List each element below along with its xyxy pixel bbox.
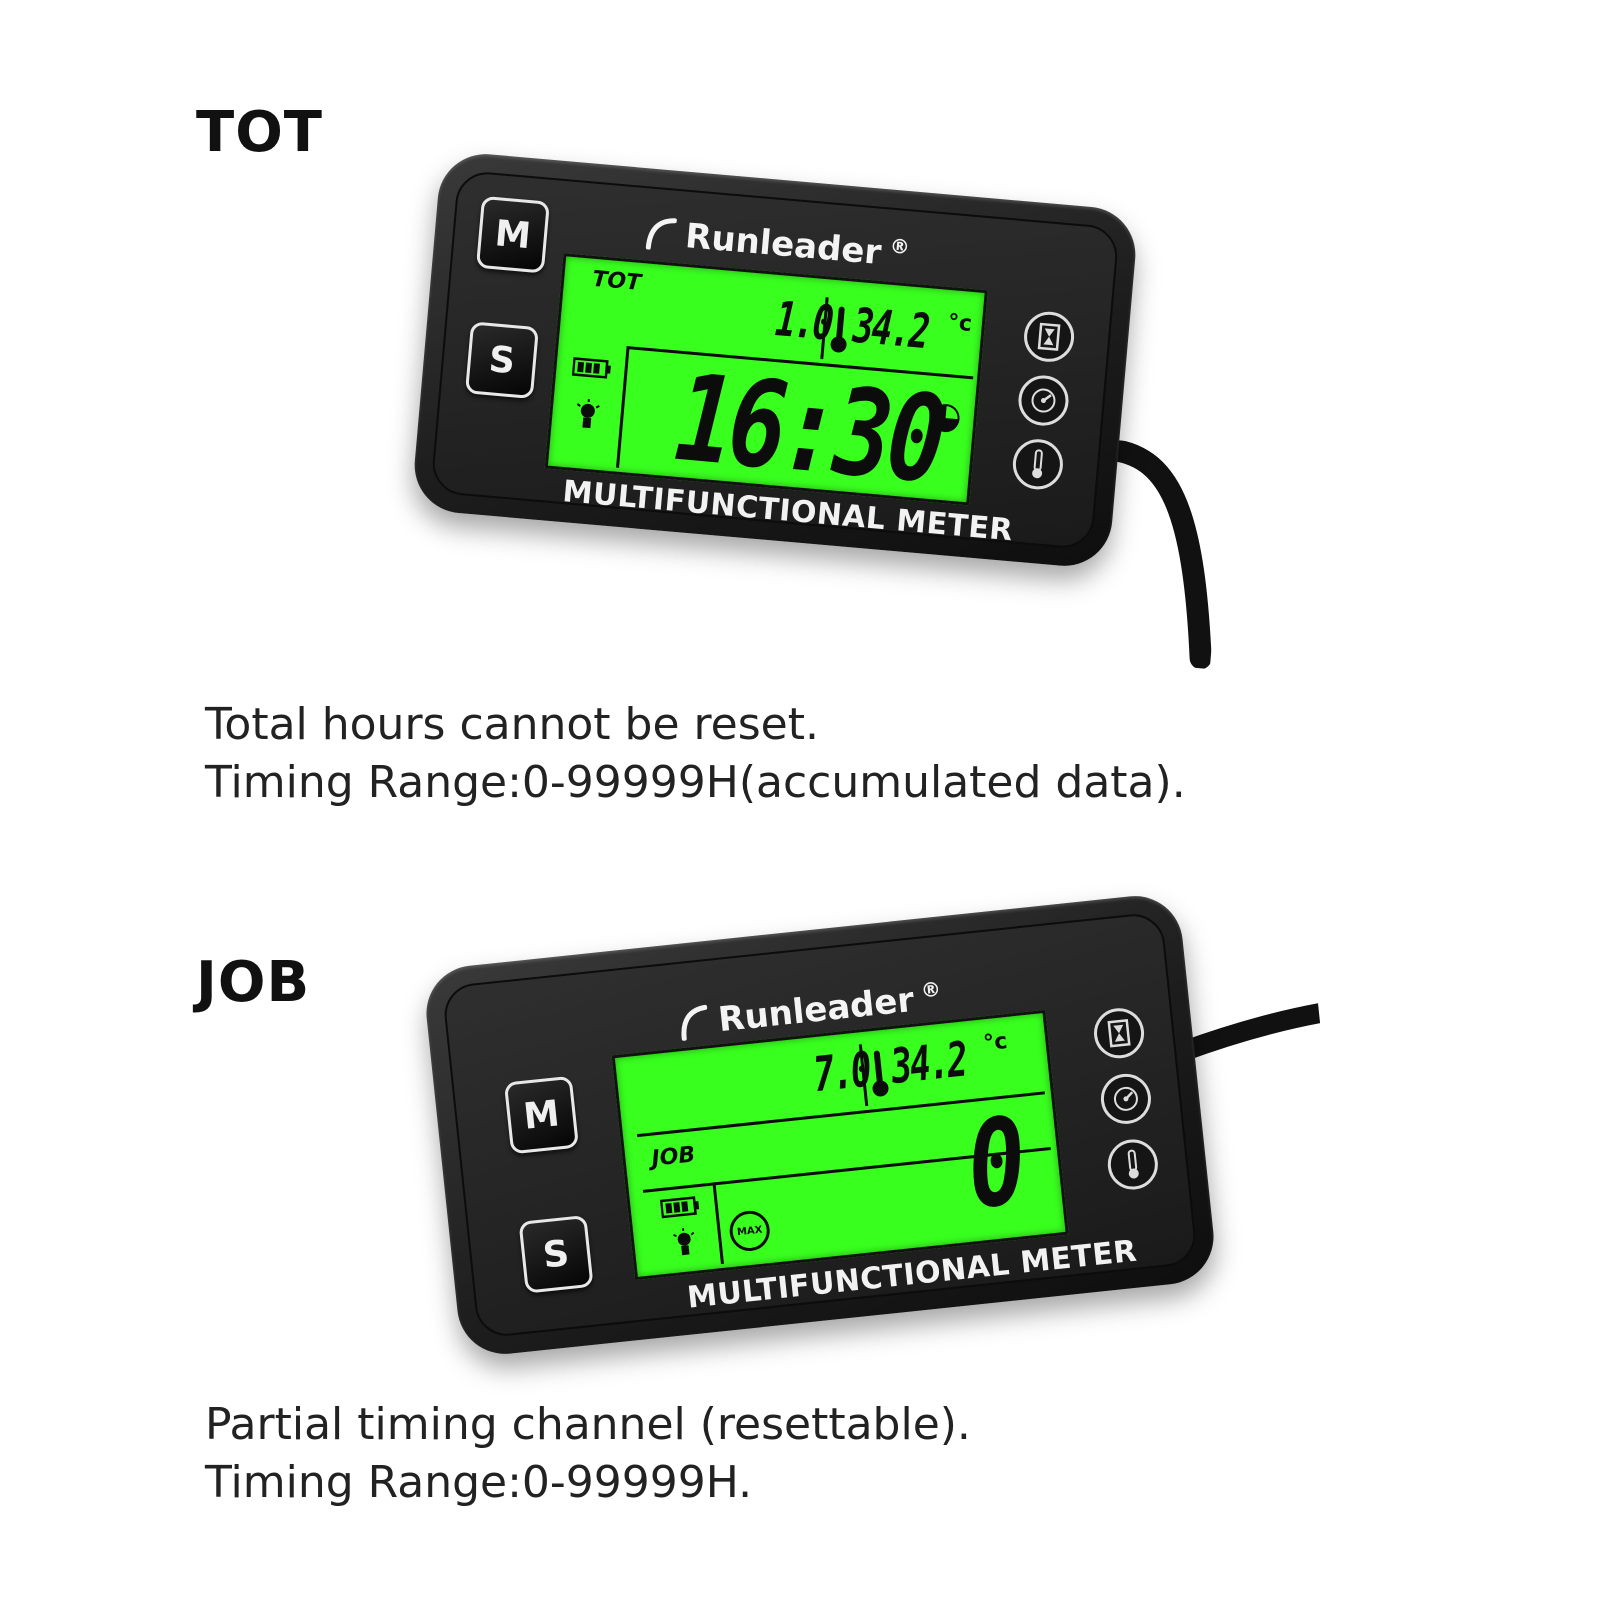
- main-reading: 0: [960, 1092, 1029, 1237]
- set-button-s[interactable]: S: [518, 1214, 594, 1294]
- tot-caption: Total hours cannot be reset. Timing Rang…: [205, 696, 1186, 812]
- mode-tag: JOB: [650, 1142, 697, 1172]
- brand-name: Runleader®: [644, 212, 911, 275]
- thermometer-small-icon: [830, 306, 847, 353]
- battery-icon: [659, 1196, 700, 1219]
- cable: [1097, 439, 1212, 670]
- brand-logo-icon: [645, 218, 677, 251]
- bulb-icon: [673, 1228, 695, 1256]
- caption-line: Total hours cannot be reset.: [205, 699, 819, 750]
- temperature-unit: °c: [946, 309, 973, 337]
- brand-name: Runleader®: [677, 977, 944, 1045]
- thermometer-icon: [1010, 437, 1065, 492]
- thermometer-small-icon: [872, 1050, 889, 1097]
- hourglass-icon: [1091, 1005, 1147, 1061]
- lcd-screen: TOT 1.0 34.2 °c 16:30: [544, 253, 988, 511]
- cable: [1178, 1003, 1324, 1062]
- lcd-divider: [616, 346, 630, 468]
- tot-meter-product: M S Runleader® TOT 1.0 34.2 °c 16:30: [410, 150, 1212, 670]
- battery-icon: [571, 357, 611, 379]
- tachometer-icon: [1098, 1071, 1154, 1127]
- temperature-unit: °c: [982, 1029, 1009, 1057]
- tot-section-title: TOT: [196, 100, 324, 165]
- caption-line: Partial timing channel (resettable).: [205, 1399, 971, 1450]
- clock-icon: [931, 404, 960, 433]
- mode-button-m[interactable]: M: [475, 195, 550, 274]
- temperature-value: 34.2: [850, 297, 931, 361]
- mode-button-m[interactable]: M: [503, 1075, 580, 1155]
- job-caption: Partial timing channel (resettable). Tim…: [205, 1396, 971, 1512]
- max-badge: MAX: [736, 1224, 763, 1238]
- hourglass-icon: [1021, 309, 1077, 364]
- caption-line: Timing Range:0-99999H(accumulated data).: [205, 757, 1186, 808]
- thermometer-icon: [1105, 1137, 1161, 1192]
- lcd-divider: [712, 1182, 724, 1265]
- tachometer-icon: [1016, 373, 1071, 428]
- set-button-s[interactable]: S: [464, 321, 539, 400]
- mode-tag: TOT: [591, 266, 642, 296]
- brand-logo-icon: [681, 1005, 708, 1042]
- job-section-title: JOB: [196, 950, 311, 1015]
- temperature-value: 34.2: [888, 1031, 969, 1096]
- caption-line: Timing Range:0-99999H.: [205, 1457, 753, 1508]
- max-rpm-icon: MAX: [727, 1208, 772, 1253]
- job-meter-product: M S Runleader® 7.0 34.2 °c JOB MAX 0: [421, 891, 1324, 1359]
- bulb-icon: [576, 398, 600, 429]
- lcd-screen: 7.0 34.2 °c JOB MAX 0: [611, 1009, 1069, 1281]
- main-reading: 16:30: [670, 348, 947, 511]
